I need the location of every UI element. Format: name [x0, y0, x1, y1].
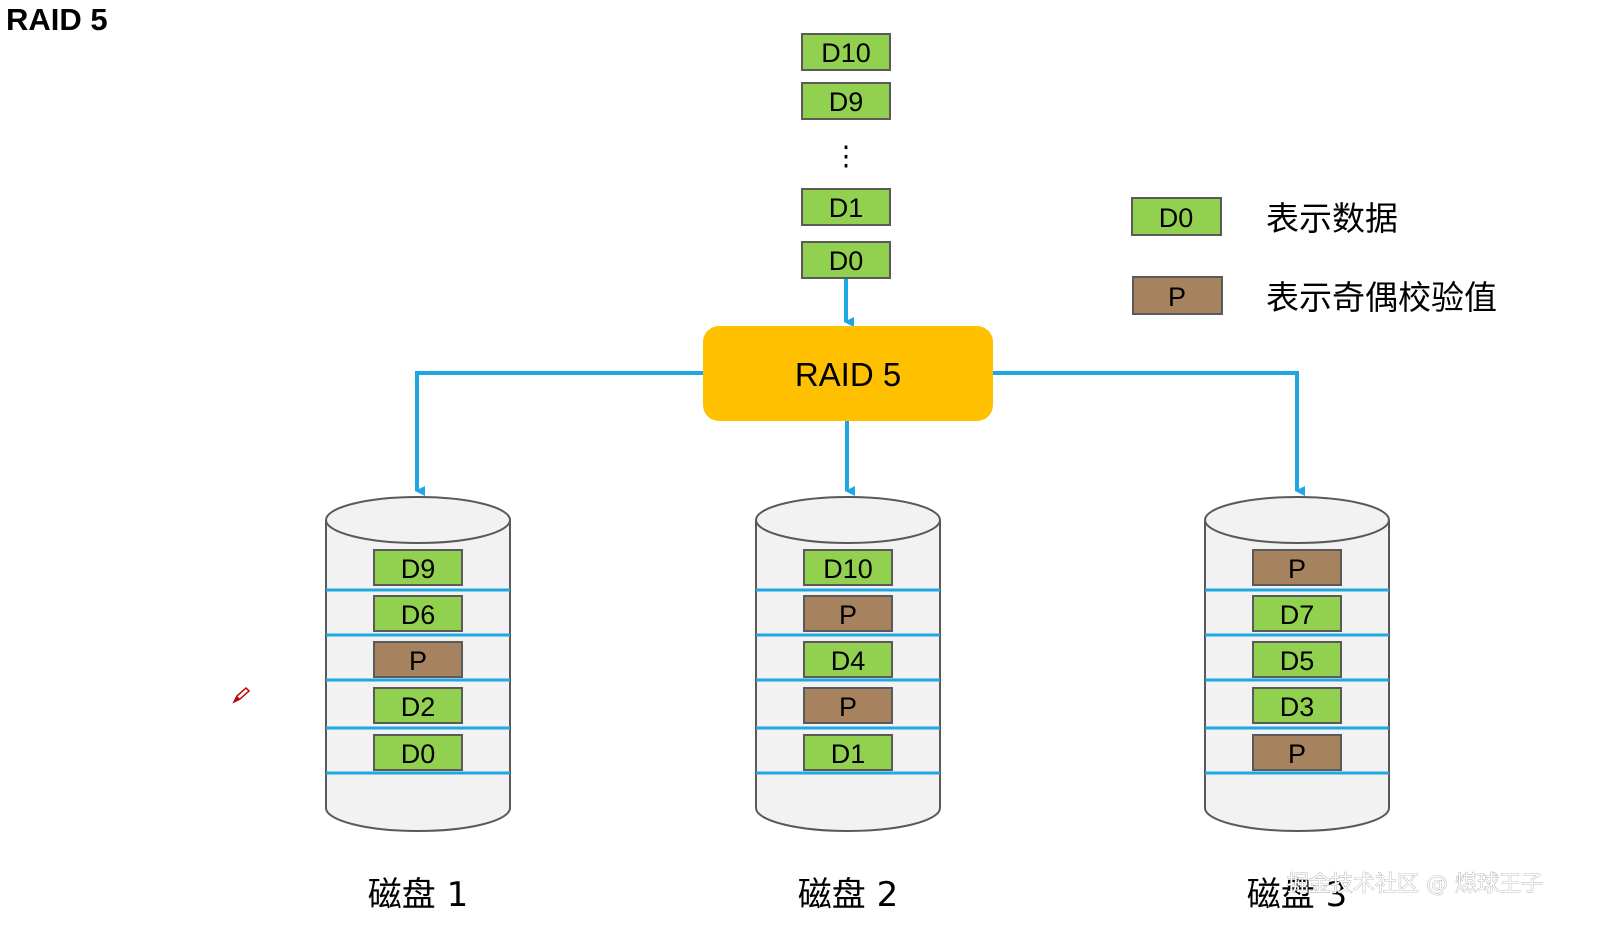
- raid5-controller: RAID 5: [703, 326, 993, 421]
- block-rect: [1252, 549, 1342, 586]
- disk-block-parity: P: [1252, 734, 1342, 771]
- connectors: [415, 279, 1305, 496]
- block-label: D1: [831, 739, 866, 769]
- block-label: P: [1288, 739, 1306, 769]
- vertical-ellipsis: ⋮: [833, 141, 860, 171]
- watermark: 掘金技术社区 @ 煤球王子: [1287, 872, 1543, 897]
- block-label: D4: [831, 646, 866, 676]
- block-rect: [1252, 641, 1342, 678]
- disk-top: [755, 496, 941, 544]
- disk-top: [325, 496, 511, 544]
- block-label: P: [409, 646, 427, 676]
- block-label: D3: [1280, 692, 1315, 722]
- block-rect: [803, 641, 893, 678]
- disk-block-data: D3: [1252, 687, 1342, 724]
- legend-data-block-label: D0: [1159, 203, 1194, 233]
- block-label: D6: [401, 600, 436, 630]
- controller-label: RAID 5: [795, 356, 901, 393]
- arrow-controller-to-disk-1: [415, 371, 704, 496]
- legend-parity-swatch: [1132, 276, 1223, 315]
- disk-block-parity: P: [803, 595, 893, 632]
- legend-data-text: 表示数据: [1266, 199, 1398, 238]
- block-rect: [1252, 734, 1342, 771]
- legend-parity-block-label: P: [1168, 282, 1186, 312]
- block-label: D5: [1280, 646, 1315, 676]
- input-data-stack: D10 D9 ⋮ D1 D0: [801, 33, 891, 279]
- block-rect: [373, 641, 463, 678]
- legend-item-data: D0 表示数据: [1131, 197, 1398, 238]
- legend-parity-text: 表示奇偶校验值: [1266, 278, 1497, 317]
- block-rect: [373, 595, 463, 632]
- block-label: D2: [401, 692, 436, 722]
- block-label: P: [839, 692, 857, 722]
- block-label: P: [1288, 554, 1306, 584]
- disk-label: 磁盘 3: [1247, 875, 1347, 915]
- disk-block-data: D4: [803, 641, 893, 678]
- legend-data-swatch: [1131, 197, 1222, 236]
- block-rect: [803, 687, 893, 724]
- pen-cursor-icon: [232, 686, 251, 704]
- disk-block-data: D0: [373, 734, 463, 771]
- input-block-label: D1: [829, 193, 864, 223]
- input-block-label: D9: [829, 87, 864, 117]
- block-label: D10: [823, 554, 873, 584]
- disk-label: 磁盘 1: [368, 875, 468, 915]
- block-rect: [373, 549, 463, 586]
- disk-block-data: D10: [803, 549, 893, 586]
- block-rect: [803, 734, 893, 771]
- legend-item-parity: P 表示奇偶校验值: [1132, 276, 1497, 317]
- disk-block-parity: P: [803, 687, 893, 724]
- input-block-d0: D0: [801, 241, 891, 279]
- block-label: P: [839, 600, 857, 630]
- input-block-label: D0: [829, 246, 864, 276]
- legend: D0 表示数据 P 表示奇偶校验值: [1131, 197, 1497, 317]
- input-block-d10: D10: [801, 33, 891, 71]
- block-rect: [373, 734, 463, 771]
- block-rect: [1252, 595, 1342, 632]
- disk-block-data: D5: [1252, 641, 1342, 678]
- disk-top: [1204, 496, 1390, 544]
- disk-block-data: D1: [803, 734, 893, 771]
- block-label: D0: [401, 739, 436, 769]
- disk-block-data: D9: [373, 549, 463, 586]
- block-label: D9: [401, 554, 436, 584]
- block-rect: [803, 549, 893, 586]
- disk-block-parity: P: [1252, 549, 1342, 586]
- input-block-d1: D1: [801, 188, 891, 226]
- disk-label: 磁盘 2: [798, 875, 898, 915]
- arrow-controller-to-disk-3: [992, 371, 1305, 496]
- page-title: RAID 5: [6, 2, 108, 37]
- block-rect: [373, 687, 463, 724]
- disk-block-data: D6: [373, 595, 463, 632]
- disk-block-data: D7: [1252, 595, 1342, 632]
- block-rect: [1252, 687, 1342, 724]
- block-label: D7: [1280, 600, 1315, 630]
- block-rect: [803, 595, 893, 632]
- disk-block-parity: P: [373, 641, 463, 678]
- input-block-d9: D9: [801, 82, 891, 120]
- input-block-label: D10: [821, 38, 871, 68]
- disk-block-data: D2: [373, 687, 463, 724]
